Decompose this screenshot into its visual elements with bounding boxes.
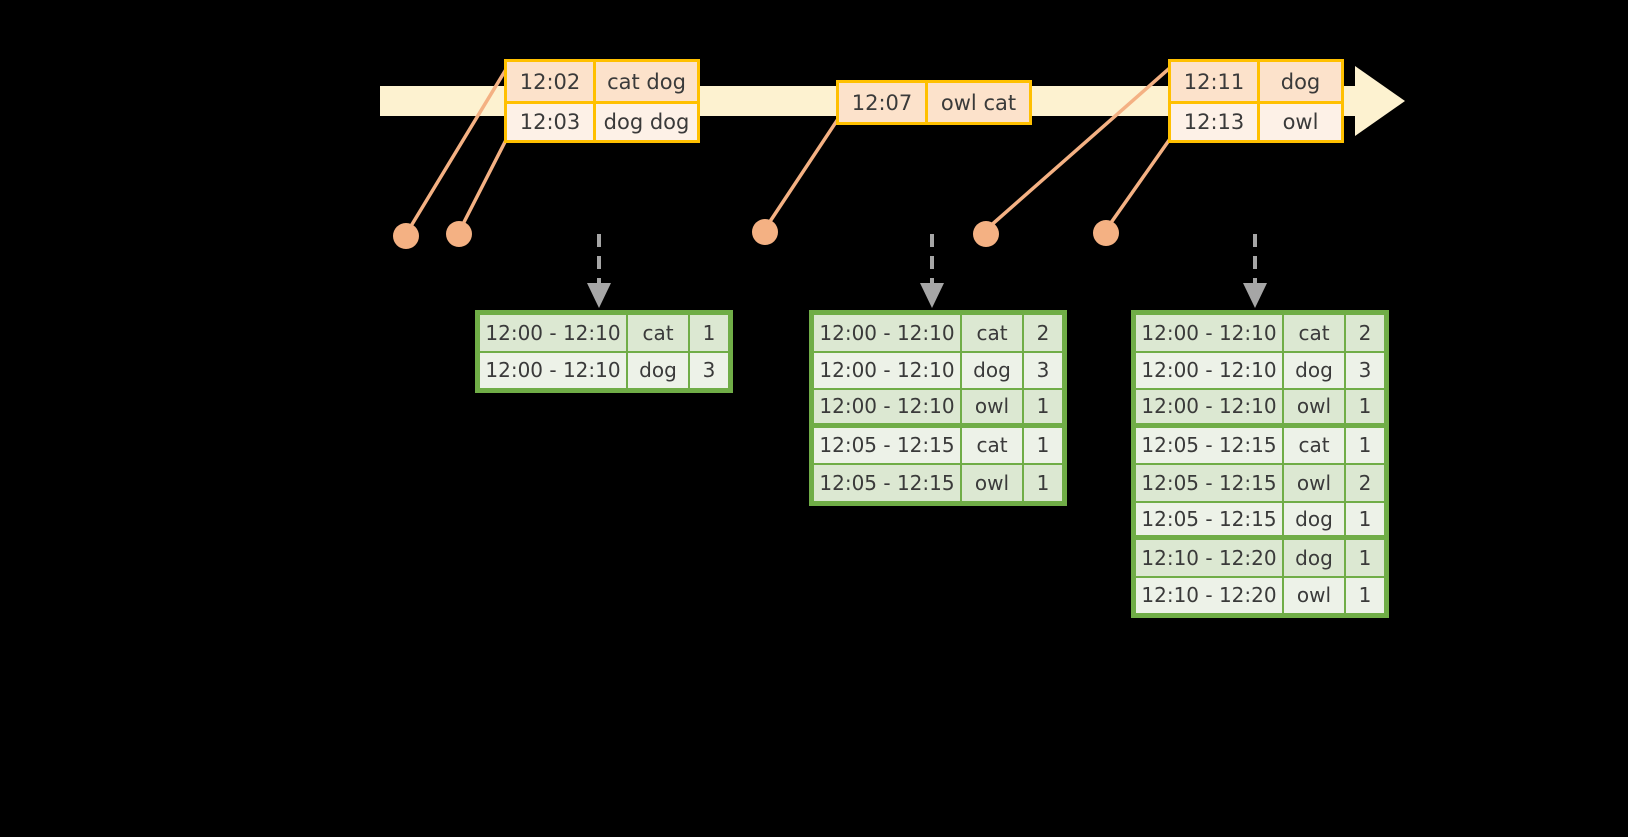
cell-word: dog bbox=[1283, 351, 1345, 389]
table-row[interactable]: 12:05 - 12:15 dog 1 bbox=[1135, 501, 1385, 539]
cell-window: 12:10 - 12:20 bbox=[1135, 576, 1283, 614]
event-time: 12:13 bbox=[1171, 104, 1257, 140]
result-table-2[interactable]: 12:00 - 12:10 cat 2 12:00 - 12:10 dog 3 … bbox=[809, 310, 1067, 506]
cell-window: 12:05 - 12:15 bbox=[813, 426, 961, 464]
event-dot-2 bbox=[446, 221, 472, 247]
cell-word: cat bbox=[627, 314, 689, 352]
cell-word: owl bbox=[1283, 464, 1345, 502]
cell-count: 1 bbox=[1023, 389, 1063, 424]
event-time: 12:02 bbox=[507, 62, 593, 101]
result-table-1[interactable]: 12:00 - 12:10 cat 1 12:00 - 12:10 dog 3 bbox=[475, 310, 733, 393]
table-row[interactable]: 12:00 - 12:10 owl 1 bbox=[1135, 389, 1385, 427]
cell-count: 1 bbox=[1023, 426, 1063, 464]
table-row[interactable]: 12:05 - 12:15 cat 1 bbox=[1135, 426, 1385, 464]
cell-word: owl bbox=[1283, 389, 1345, 424]
cell-window: 12:05 - 12:15 bbox=[1135, 426, 1283, 464]
table-row[interactable]: 12:00 - 12:10 cat 2 bbox=[1135, 314, 1385, 352]
cell-count: 3 bbox=[1023, 351, 1063, 389]
cell-window: 12:00 - 12:10 bbox=[1135, 314, 1283, 352]
trigger-arrow-1 bbox=[587, 234, 611, 308]
cell-window: 12:00 - 12:10 bbox=[813, 351, 961, 389]
cell-word: cat bbox=[961, 314, 1023, 352]
event-group-2[interactable]: 12:07 owl cat bbox=[836, 80, 1032, 125]
table-row[interactable]: 12:05 - 12:15 cat 1 bbox=[813, 426, 1063, 464]
cell-word: cat bbox=[1283, 314, 1345, 352]
table-row[interactable]: 12:00 - 12:10 cat 1 bbox=[479, 314, 729, 352]
event-group-1[interactable]: 12:02 cat dog 12:03 dog dog bbox=[504, 59, 700, 143]
event-value: owl cat bbox=[925, 83, 1029, 122]
cell-count: 1 bbox=[1345, 501, 1385, 536]
cell-word: dog bbox=[627, 351, 689, 389]
cell-window: 12:10 - 12:20 bbox=[1135, 539, 1283, 577]
table-row[interactable]: 12:00 - 12:10 dog 3 bbox=[1135, 351, 1385, 389]
cell-word: dog bbox=[1283, 501, 1345, 536]
table-row[interactable]: 12:00 - 12:10 cat 2 bbox=[813, 314, 1063, 352]
cell-count: 2 bbox=[1023, 314, 1063, 352]
event-row[interactable]: 12:02 cat dog bbox=[507, 62, 697, 101]
table-row[interactable]: 12:00 - 12:10 owl 1 bbox=[813, 389, 1063, 427]
event-time: 12:11 bbox=[1171, 62, 1257, 101]
event-row[interactable]: 12:13 owl bbox=[1171, 101, 1341, 140]
cell-word: cat bbox=[1283, 426, 1345, 464]
cell-word: dog bbox=[961, 351, 1023, 389]
cell-window: 12:00 - 12:10 bbox=[1135, 389, 1283, 424]
event-dot-3 bbox=[752, 219, 778, 245]
event-value: dog dog bbox=[593, 104, 697, 140]
cell-word: owl bbox=[961, 464, 1023, 502]
table-row[interactable]: 12:05 - 12:15 owl 1 bbox=[813, 464, 1063, 502]
cell-word: owl bbox=[961, 389, 1023, 424]
cell-count: 1 bbox=[689, 314, 729, 352]
trigger-arrow-2 bbox=[920, 234, 944, 308]
event-time: 12:03 bbox=[507, 104, 593, 140]
event-dot-1 bbox=[393, 223, 419, 249]
table-row[interactable]: 12:00 - 12:10 dog 3 bbox=[813, 351, 1063, 389]
cell-count: 1 bbox=[1345, 539, 1385, 577]
cell-count: 1 bbox=[1345, 389, 1385, 424]
table-row[interactable]: 12:10 - 12:20 dog 1 bbox=[1135, 539, 1385, 577]
event-value: dog bbox=[1257, 62, 1341, 101]
cell-window: 12:00 - 12:10 bbox=[1135, 351, 1283, 389]
cell-window: 12:05 - 12:15 bbox=[1135, 501, 1283, 536]
cell-window: 12:05 - 12:15 bbox=[813, 464, 961, 502]
event-row[interactable]: 12:11 dog bbox=[1171, 62, 1341, 101]
cell-count: 2 bbox=[1345, 314, 1385, 352]
trigger-arrow-3 bbox=[1243, 234, 1267, 308]
event-row[interactable]: 12:07 owl cat bbox=[839, 83, 1029, 122]
table-row[interactable]: 12:10 - 12:20 owl 1 bbox=[1135, 576, 1385, 614]
cell-count: 1 bbox=[1345, 576, 1385, 614]
cell-window: 12:00 - 12:10 bbox=[813, 389, 961, 424]
event-dot-5 bbox=[1093, 220, 1119, 246]
cell-window: 12:00 - 12:10 bbox=[479, 351, 627, 389]
event-dot-4 bbox=[973, 221, 999, 247]
cell-word: owl bbox=[1283, 576, 1345, 614]
cell-word: dog bbox=[1283, 539, 1345, 577]
cell-count: 3 bbox=[1345, 351, 1385, 389]
cell-count: 2 bbox=[1345, 464, 1385, 502]
event-value: owl bbox=[1257, 104, 1341, 140]
cell-window: 12:00 - 12:10 bbox=[813, 314, 961, 352]
event-value: cat dog bbox=[593, 62, 697, 101]
cell-count: 1 bbox=[1345, 426, 1385, 464]
event-group-3[interactable]: 12:11 dog 12:13 owl bbox=[1168, 59, 1344, 143]
trigger-arrows bbox=[587, 234, 1267, 308]
cell-word: cat bbox=[961, 426, 1023, 464]
table-row[interactable]: 12:00 - 12:10 dog 3 bbox=[479, 351, 729, 389]
cell-count: 1 bbox=[1023, 464, 1063, 502]
cell-window: 12:05 - 12:15 bbox=[1135, 464, 1283, 502]
cell-count: 3 bbox=[689, 351, 729, 389]
event-time: 12:07 bbox=[839, 83, 925, 122]
cell-window: 12:00 - 12:10 bbox=[479, 314, 627, 352]
event-dots bbox=[393, 219, 1119, 249]
event-row[interactable]: 12:03 dog dog bbox=[507, 101, 697, 140]
result-table-3[interactable]: 12:00 - 12:10 cat 2 12:00 - 12:10 dog 3 … bbox=[1131, 310, 1389, 618]
table-row[interactable]: 12:05 - 12:15 owl 2 bbox=[1135, 464, 1385, 502]
